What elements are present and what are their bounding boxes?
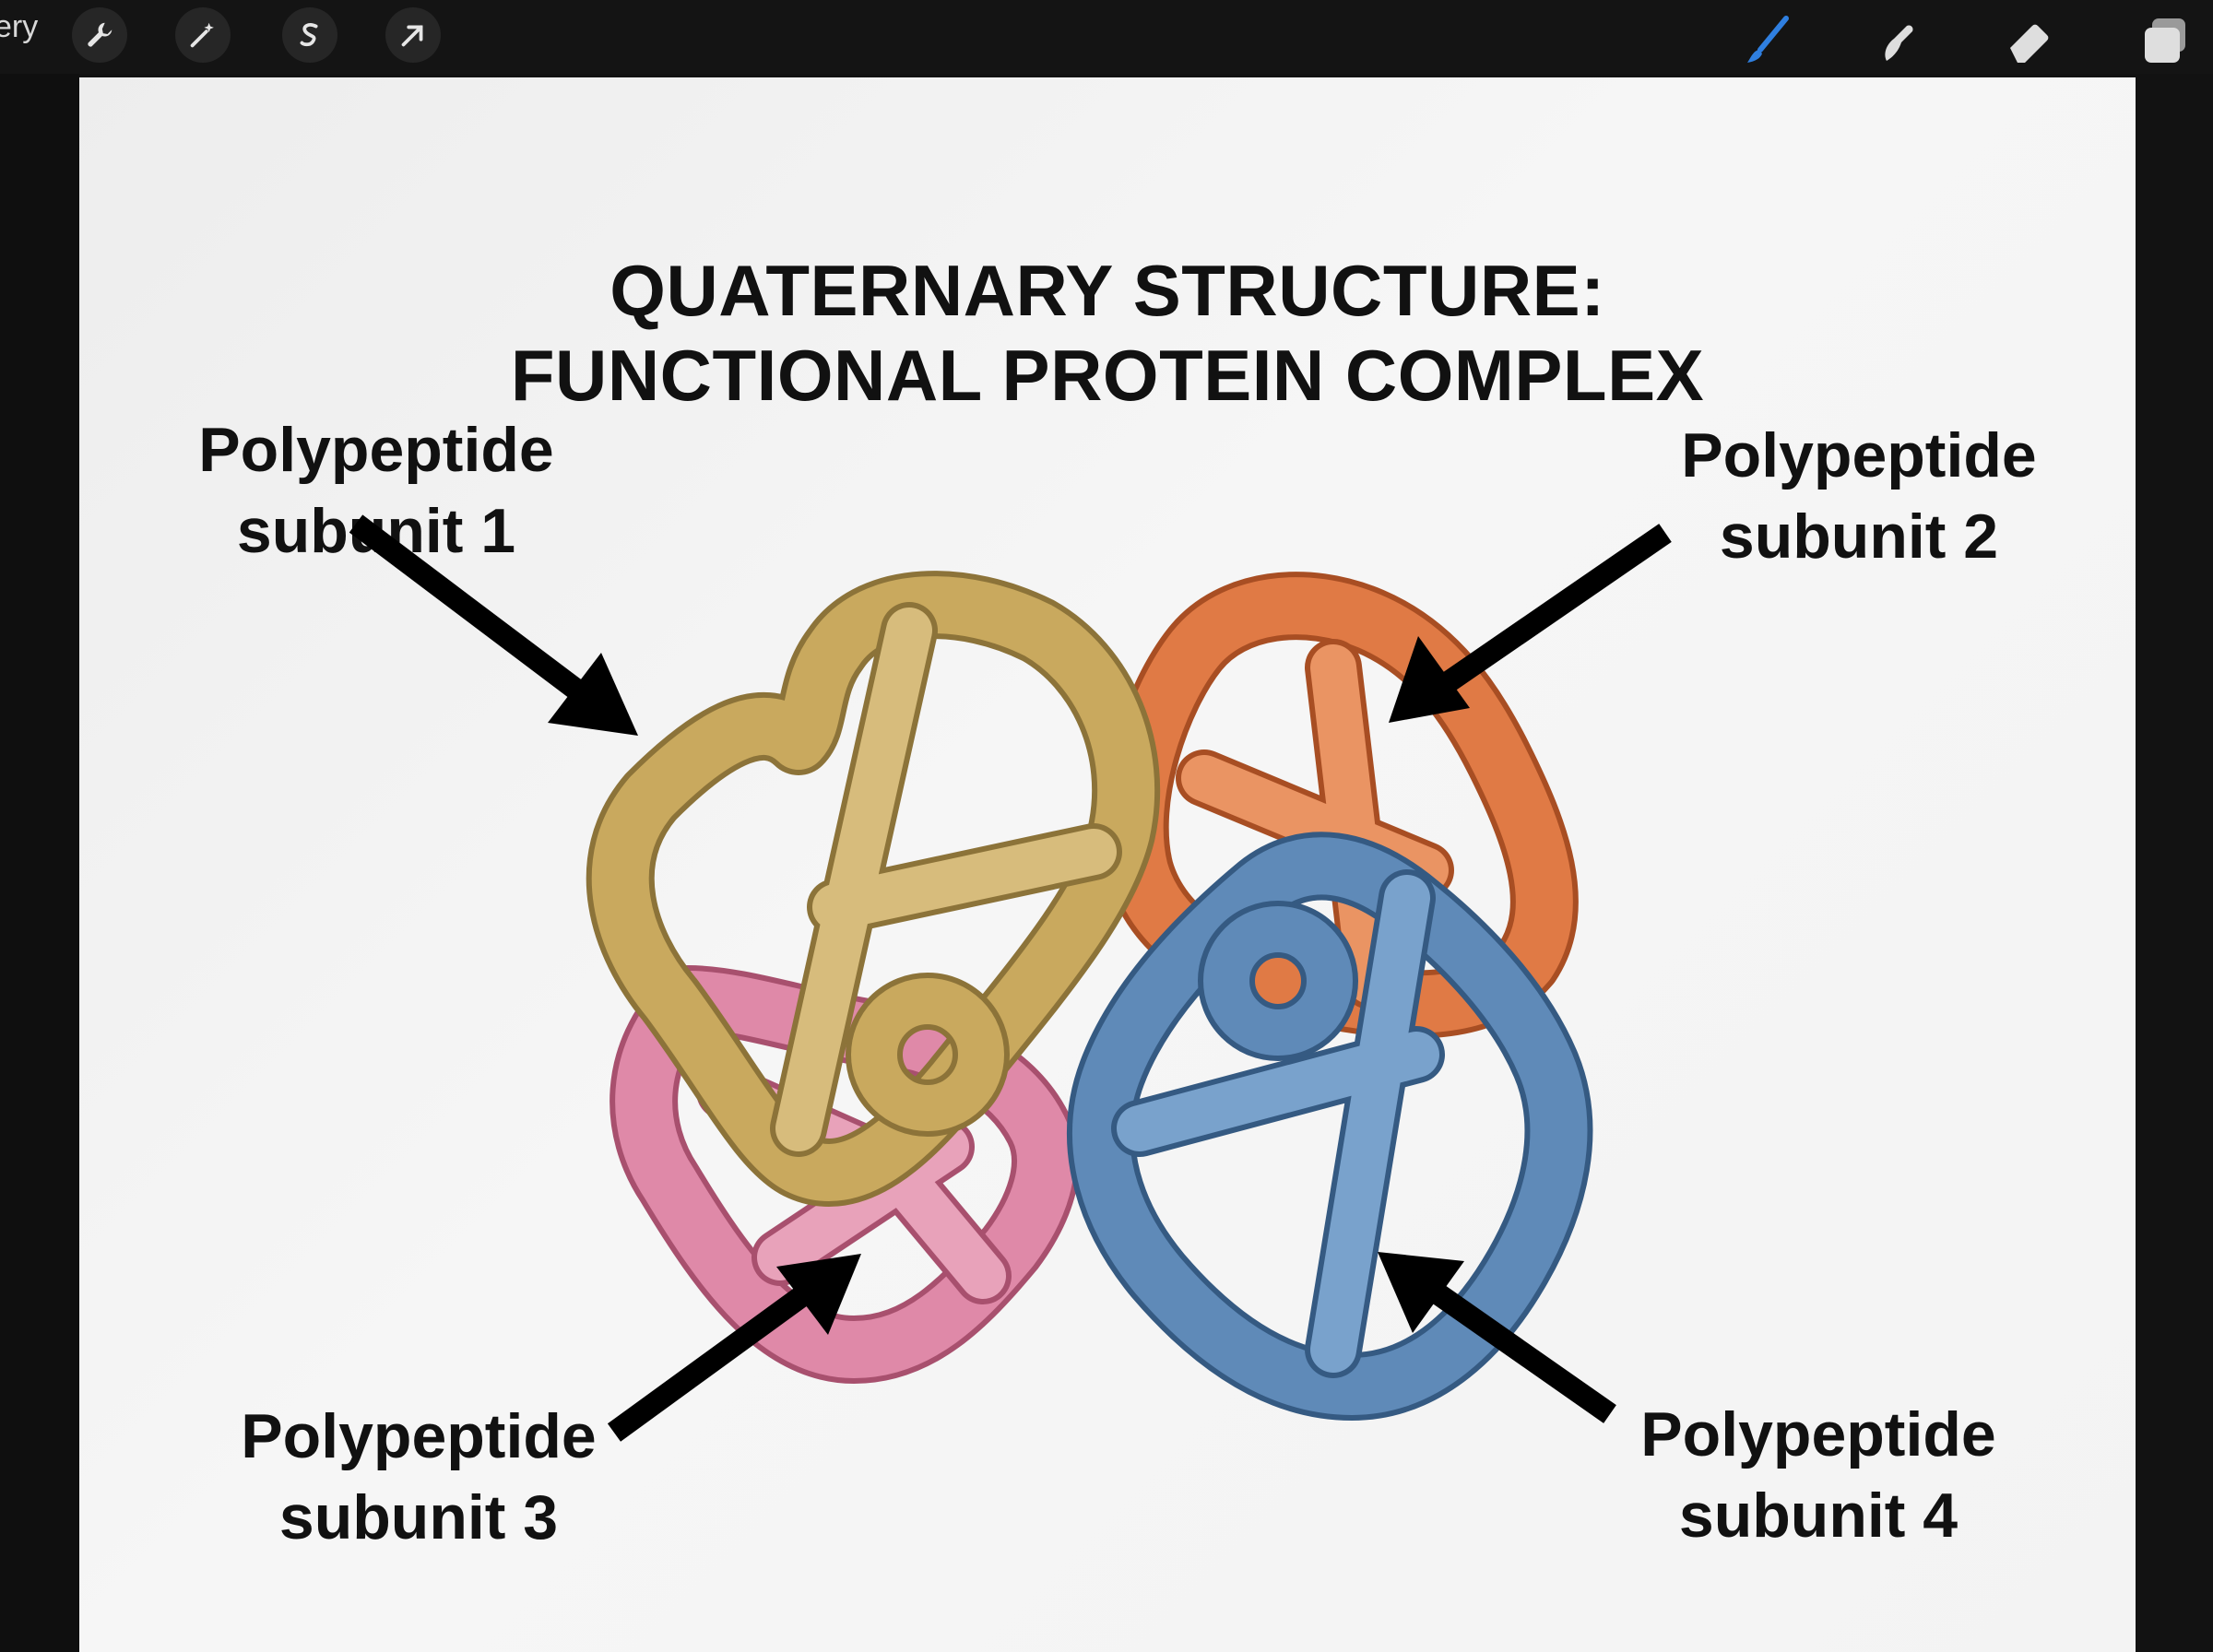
- title-line-1: QUATERNARY STRUCTURE:: [609, 250, 1605, 331]
- subunit-4-ribbon: [1067, 832, 1593, 1421]
- subunit-1-ribbon: [586, 571, 1161, 1207]
- title-line-2: FUNCTIONAL PROTEIN COMPLEX: [510, 335, 1705, 416]
- layers-icon[interactable]: [2137, 13, 2195, 70]
- arrow-to-subunit-1: [349, 514, 638, 736]
- arrow-to-subunit-3: [607, 1254, 861, 1442]
- drawing-canvas[interactable]: QUATERNARY STRUCTURE: FUNCTIONAL PROTEIN…: [79, 77, 2136, 1652]
- top-toolbar: ery: [0, 0, 2213, 74]
- device-bezel: [0, 74, 79, 1652]
- selection-icon[interactable]: [282, 7, 337, 63]
- wrench-icon[interactable]: [72, 7, 127, 63]
- arrow-to-subunit-4: [1378, 1252, 1616, 1423]
- gallery-button[interactable]: ery: [0, 9, 39, 44]
- protein-complex-illustration: [349, 514, 1672, 1442]
- transform-arrow-icon[interactable]: [385, 7, 441, 63]
- magic-wand-icon[interactable]: [175, 7, 231, 63]
- eraser-icon[interactable]: [2003, 13, 2060, 70]
- arrow-to-subunit-2: [1389, 524, 1672, 723]
- smudge-icon[interactable]: [1870, 13, 1927, 70]
- brush-icon[interactable]: [1738, 13, 1795, 70]
